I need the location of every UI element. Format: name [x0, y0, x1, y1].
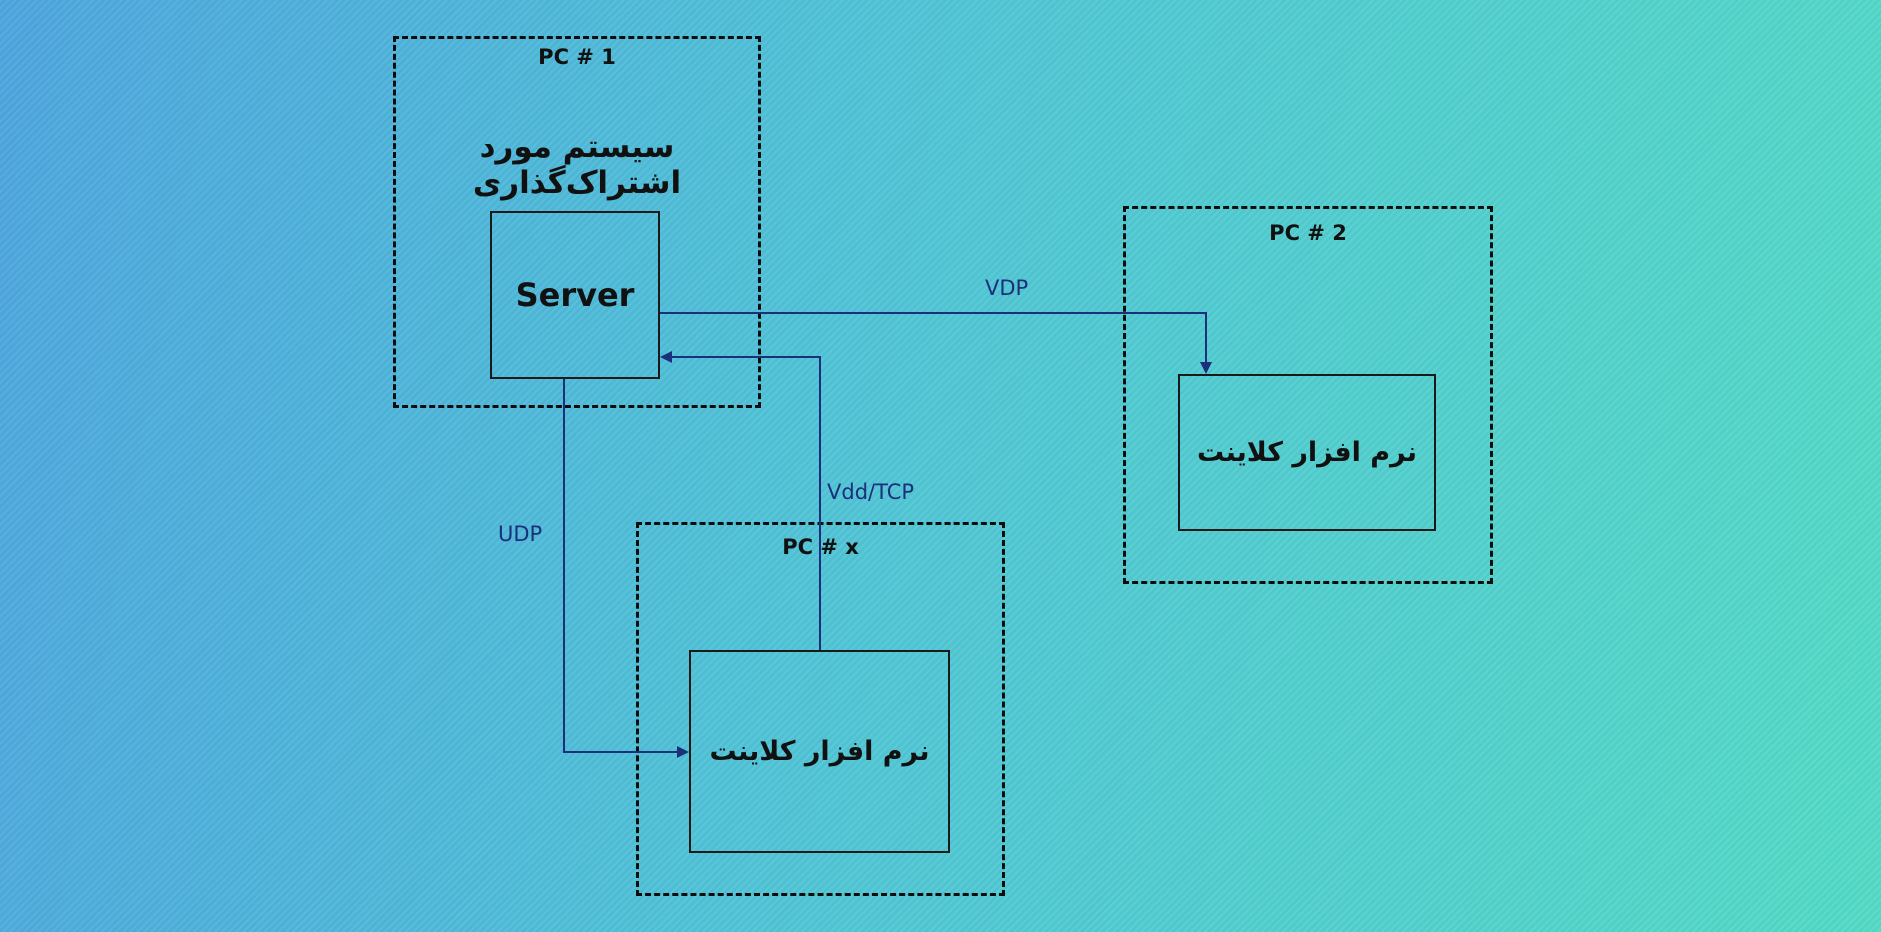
server-label: Server [515, 276, 635, 314]
pc2-client-label: نرم افزار کلاینت [1197, 437, 1417, 468]
pc2-title: PC # 2 [1269, 221, 1347, 245]
edge-pcx-to-server [660, 351, 821, 650]
edge-server-to-pc2 [660, 312, 1212, 374]
pc1-subtitle: سیستم مورد اشتراک‌گذاری [472, 129, 682, 201]
edge-server-to-pcx [563, 379, 689, 758]
pc2-client-node: نرم افزار کلاینت [1178, 374, 1436, 531]
pc2-frame: PC # 2 [1123, 206, 1493, 584]
server-node: Server [490, 211, 660, 379]
edge-label-vdd-tcp: Vdd/TCP [827, 480, 915, 504]
pcx-client-node: نرم افزار کلاینت [689, 650, 950, 853]
edge-label-udp: UDP [498, 522, 543, 546]
pcx-client-label: نرم افزار کلاینت [709, 736, 930, 767]
edge-label-vdp: VDP [985, 276, 1029, 300]
pc1-title: PC # 1 [538, 45, 616, 69]
pc1-frame: PC # 1 سیستم مورد اشتراک‌گذاری [393, 36, 761, 408]
